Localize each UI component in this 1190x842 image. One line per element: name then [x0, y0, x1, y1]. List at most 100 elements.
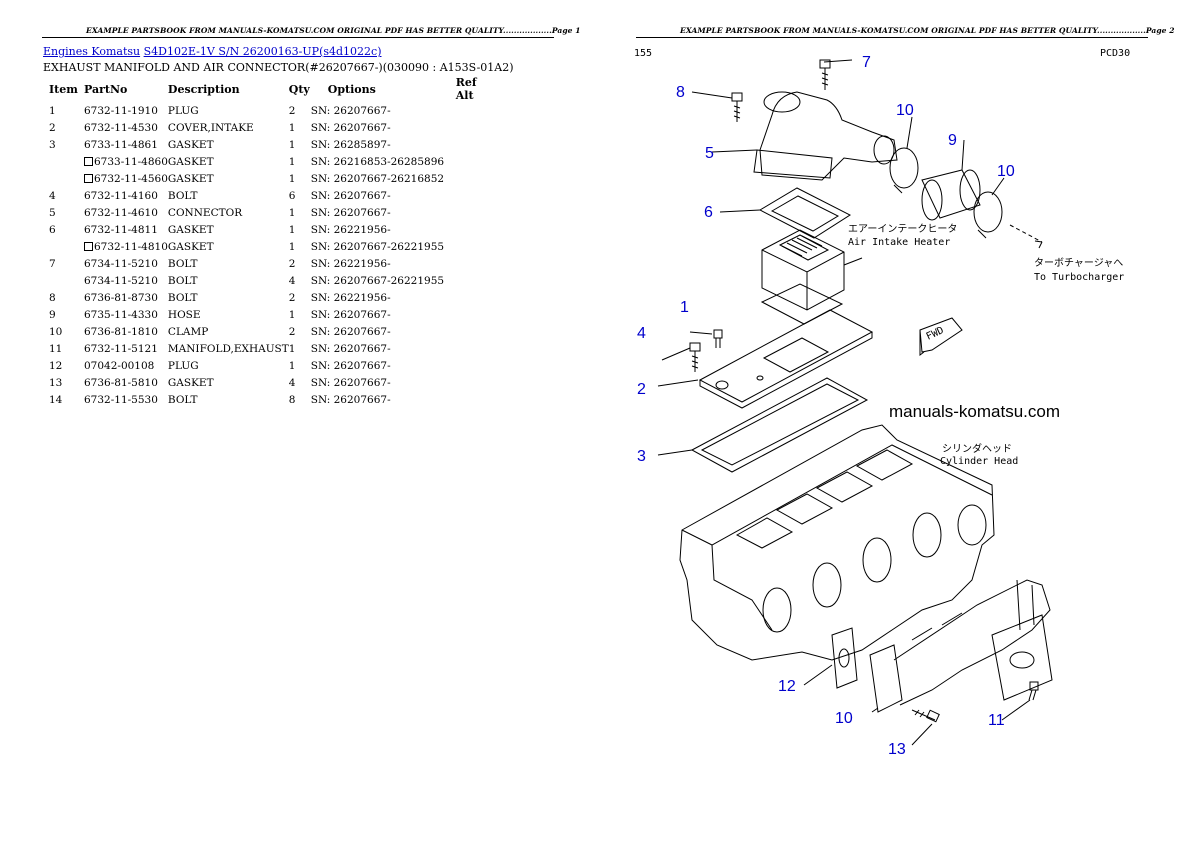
item-cell: 6	[43, 221, 84, 238]
col-header-item: Item	[49, 82, 78, 96]
item-cell-text: 2	[49, 121, 56, 134]
item-cell: 12	[43, 357, 84, 374]
partno-cell-text: 6736-81-5810	[84, 376, 158, 389]
item-cell-text: 5	[49, 206, 56, 219]
options-cell-text: SN: 26216853-26285896	[310, 155, 445, 168]
item-cell	[43, 272, 84, 289]
qty-cell: 4	[289, 272, 311, 289]
options-cell: SN: 26207667-	[311, 119, 456, 136]
col-header-partno: PartNo	[84, 82, 128, 96]
qty-cell: 1	[289, 221, 311, 238]
qty-cell: 1	[289, 357, 311, 374]
qty-cell-text: 2	[288, 257, 296, 270]
qty-cell: 4	[289, 374, 311, 391]
description-cell: MANIFOLD,EXHAUST	[168, 340, 289, 357]
item-cell: 7	[43, 255, 84, 272]
options-cell: SN: 26221956-	[311, 255, 456, 272]
qty-cell: 1	[289, 119, 311, 136]
options-cell: SN: 26221956-	[311, 221, 456, 238]
description-cell-text: GASKET	[167, 223, 214, 236]
ref-alt-cell	[456, 153, 496, 170]
partno-cell-text: 6735-11-4330	[84, 308, 158, 321]
item-cell: 9	[43, 306, 84, 323]
label-turbo-jp: ターボチャージャへ	[1034, 257, 1123, 269]
options-cell: SN: 26207667-26221955	[311, 272, 456, 289]
exploded-parts-diagram: 8 5 6 7 10 9 10 1 4 2 3 12 10 13 11 155 …	[634, 48, 1130, 758]
item-cell-text: 14	[49, 393, 63, 406]
fwd-arrow	[919, 317, 963, 356]
parts-table: Item PartNo Description Qty Options Ref …	[43, 76, 496, 408]
item-cell	[43, 170, 84, 187]
qty-cell-text: 4	[288, 376, 296, 389]
ref-alt-cell	[456, 170, 496, 187]
qty-cell: 1	[289, 238, 311, 255]
page1-header: EXAMPLE PARTSBOOK FROM MANUALS-KOMATSU.C…	[86, 26, 581, 35]
item-cell-text: 8	[49, 291, 56, 304]
cylinder-head-part	[679, 424, 995, 661]
partno-cell: 6732-11-4610	[84, 204, 168, 221]
alternate-part-checkbox-icon	[84, 173, 93, 183]
options-cell: SN: 26207667-	[311, 204, 456, 221]
item-cell-text: 4	[49, 189, 56, 202]
ref-alt-cell	[456, 306, 496, 323]
description-cell: BOLT	[168, 187, 289, 204]
partno-cell: 6732-11-4560	[84, 170, 168, 187]
description-cell: GASKET	[168, 238, 289, 255]
fwd-label: FWD	[925, 325, 946, 343]
partno-cell: 6732-11-4160	[84, 187, 168, 204]
partno-cell-text: 6734-11-5210	[84, 274, 158, 287]
partno-cell: 6732-11-5121	[84, 340, 168, 357]
callout-5: 5	[705, 145, 714, 162]
options-cell-text: SN: 26207667-26216852	[310, 172, 445, 185]
partno-cell-text: 6732-11-4560	[94, 172, 168, 185]
callout-11: 10	[835, 710, 853, 727]
item-cell: 2	[43, 119, 84, 136]
partno-cell: 6734-11-5210	[84, 272, 168, 289]
diagram-corner-left: 155	[634, 48, 652, 59]
air-intake-heater-part	[761, 229, 845, 311]
page2-header: EXAMPLE PARTSBOOK FROM MANUALS-KOMATSU.C…	[680, 26, 1175, 35]
description-cell-text: BOLT	[167, 274, 198, 287]
options-cell-text: SN: 26285897-	[310, 138, 391, 151]
ref-alt-cell	[456, 323, 496, 340]
description-cell-text: BOLT	[167, 257, 198, 270]
gasket-3-part	[690, 377, 869, 473]
ref-alt-cell	[456, 204, 496, 221]
partno-cell-text: 6732-11-4610	[84, 206, 158, 219]
partno-cell-text: 6733-11-4861	[84, 138, 158, 151]
item-cell: 13	[43, 374, 84, 391]
qty-cell-text: 6	[288, 189, 296, 202]
partno-cell: 6734-11-5210	[84, 255, 168, 272]
qty-cell: 2	[289, 289, 311, 306]
partno-cell: 6732-11-4811	[84, 221, 168, 238]
options-cell-text: SN: 26207667-	[310, 325, 391, 338]
item-cell: 11	[43, 340, 84, 357]
breadcrumb-link-engines[interactable]: Engines Komatsu	[43, 45, 141, 58]
clamp-part-a	[889, 147, 919, 194]
options-cell-text: SN: 26207667-	[310, 206, 391, 219]
col-header-ref-alt: Ref Alt	[455, 76, 477, 102]
description-cell-text: CONNECTOR	[167, 206, 243, 219]
breadcrumb-link-model[interactable]: S4D102E-1V S/N 26200163-UP(s4d1022c)	[143, 45, 382, 58]
ref-alt-cell	[456, 272, 496, 289]
label-cylinder-head-en: Cylinder Head	[940, 456, 1018, 467]
options-cell-text: SN: 26207667-	[310, 189, 391, 202]
partno-cell: 6735-11-4330	[84, 306, 168, 323]
watermark: manuals-komatsu.com	[889, 402, 1060, 421]
options-cell: SN: 26207667-26216852	[311, 170, 456, 187]
qty-cell: 1	[289, 306, 311, 323]
ref-alt-cell	[456, 391, 496, 408]
description-cell-text: BOLT	[167, 393, 198, 406]
qty-cell-text: 1	[288, 342, 296, 355]
callout-10-b: 10	[997, 163, 1015, 180]
description-cell: COVER,INTAKE	[168, 119, 289, 136]
